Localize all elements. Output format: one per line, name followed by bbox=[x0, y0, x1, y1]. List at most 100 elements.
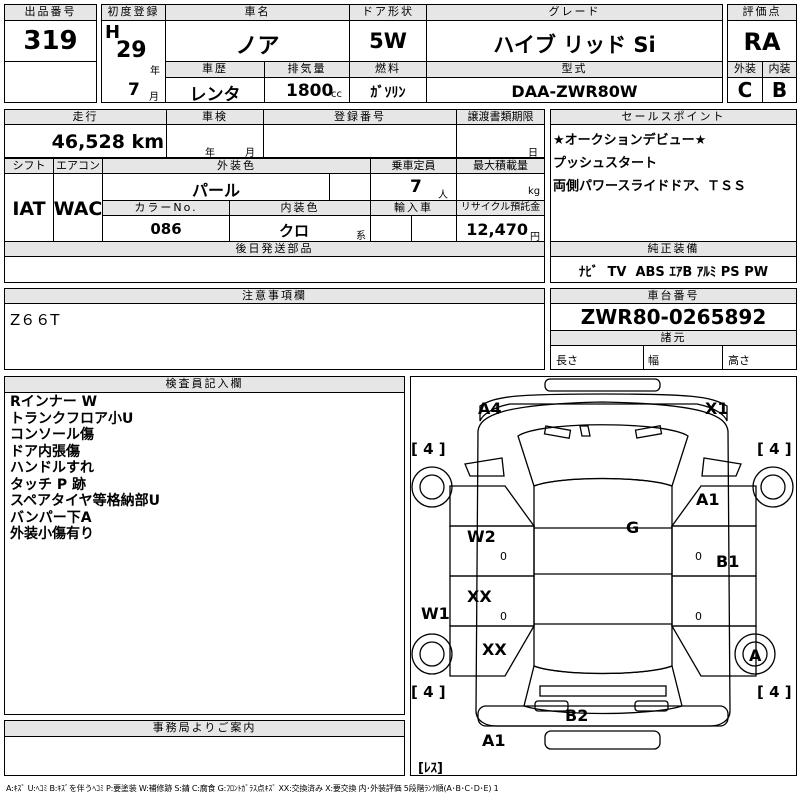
mileage-value: 46,528 km bbox=[51, 131, 164, 153]
seat-mark: 0 bbox=[500, 610, 507, 623]
inspector-line: コンソール傷 bbox=[10, 427, 94, 443]
specs-label: 諸元 bbox=[550, 330, 797, 346]
shift-label: シフト bbox=[4, 158, 54, 174]
office-label: 事務局よりご案内 bbox=[4, 720, 405, 737]
grade-value: ハイブ リッド Si bbox=[493, 33, 656, 57]
color-no-label: カラーNo. bbox=[102, 200, 230, 216]
fuel-label: 燃料 bbox=[349, 61, 427, 78]
left-fender bbox=[449, 485, 536, 527]
registration-label: 登録番号 bbox=[263, 109, 457, 125]
spare-tire-status: [ﾚｽ] bbox=[418, 761, 443, 776]
aircon-value: WAC bbox=[53, 198, 103, 220]
equipment-label: 純正装備 bbox=[550, 241, 797, 257]
capacity-unit: 人 bbox=[438, 190, 448, 201]
later-parts-cell bbox=[4, 256, 545, 283]
first-reg-month-unit: 月 bbox=[149, 92, 159, 103]
grade-label: グレード bbox=[426, 4, 723, 21]
sales-point-line: プッシュスタート bbox=[553, 156, 658, 171]
left-mirror bbox=[464, 457, 505, 477]
car-name-label: 車名 bbox=[165, 4, 350, 21]
front-bumper bbox=[544, 378, 661, 392]
transfer-label: 譲渡書類期限 bbox=[456, 109, 545, 125]
spec-width-label: 幅 bbox=[648, 354, 659, 367]
notes-label: 注意事項欄 bbox=[4, 288, 545, 304]
damage-mark: A bbox=[749, 646, 762, 665]
wiper-left bbox=[543, 425, 572, 439]
ext-color-value: パール bbox=[191, 181, 240, 200]
recycle-unit: 円 bbox=[530, 232, 540, 243]
shift-value: IAT bbox=[12, 198, 46, 220]
damage-mark: A1 bbox=[482, 731, 506, 750]
fuel-value: ｶﾞｿﾘﾝ bbox=[370, 85, 406, 101]
capacity-value: 7 bbox=[410, 177, 422, 197]
car-body-outline bbox=[475, 401, 731, 727]
tail-gate bbox=[539, 685, 667, 697]
wiper-center bbox=[579, 425, 591, 437]
hood-top bbox=[479, 393, 728, 422]
seat-mark: 0 bbox=[695, 550, 702, 563]
chassis-label: 車台番号 bbox=[550, 288, 797, 304]
transfer-day-unit: 日 bbox=[528, 148, 538, 159]
import-label: 輸入車 bbox=[370, 200, 457, 216]
first-reg-era: H bbox=[105, 22, 121, 43]
rear-right-door bbox=[671, 575, 757, 627]
history-value: レンタ bbox=[189, 85, 241, 105]
interior-grade-cell bbox=[762, 77, 797, 103]
damage-mark: W2 bbox=[467, 527, 496, 546]
door-label: ドア形状 bbox=[349, 4, 427, 21]
rear-bumper bbox=[477, 705, 729, 727]
car-diagram bbox=[411, 378, 794, 750]
ext-color-label: 外装色 bbox=[102, 158, 371, 174]
tire-rear-left bbox=[411, 633, 453, 675]
score-label: 評価点 bbox=[727, 4, 797, 21]
tire-depth-rear-right: [ 4 ] bbox=[757, 683, 792, 701]
damage-mark: XX bbox=[467, 587, 492, 606]
right-quarter bbox=[670, 625, 757, 677]
damage-mark: X1 bbox=[705, 399, 729, 418]
model-value: DAA-ZWR80W bbox=[511, 82, 638, 101]
int-color-unit: 系 bbox=[356, 231, 366, 242]
damage-mark: A4 bbox=[478, 399, 502, 418]
recycle-label: リサイクル預託金 bbox=[456, 200, 545, 216]
equipment-value: ﾅﾋﾞ TV ABS ｴｱB ｱﾙﾐ PS PW bbox=[578, 265, 769, 280]
max-load-label: 最大積載量 bbox=[456, 158, 545, 174]
car-diagram-frame bbox=[410, 376, 797, 776]
registration-cell bbox=[263, 124, 457, 158]
score-value: RA bbox=[743, 28, 781, 56]
inspection-label: 車検 bbox=[166, 109, 264, 125]
inspector-line: Rインナー W bbox=[10, 394, 98, 410]
inspection-month-unit: 月 bbox=[245, 148, 255, 159]
mileage-label: 走行 bbox=[4, 109, 167, 125]
displacement-unit: cc bbox=[331, 89, 342, 100]
inspection-year-unit: 年 bbox=[205, 148, 215, 159]
spec-height-label: 高さ bbox=[728, 354, 750, 367]
damage-mark: G bbox=[626, 518, 640, 537]
notes-cell bbox=[4, 303, 545, 370]
capacity-label: 乗車定員 bbox=[370, 158, 457, 174]
inspector-line: ドア内張傷 bbox=[10, 443, 80, 460]
history-label: 車歴 bbox=[165, 61, 265, 78]
right-fender bbox=[670, 485, 757, 527]
inspector-line: タッチ P 跡 bbox=[10, 476, 87, 493]
inspector-notes: Rインナー W トランクフロア小U コンソール傷 ドア内張傷 ハンドルすれ タッ… bbox=[10, 394, 160, 543]
sales-point-line: ★オークションデビュー★ bbox=[553, 133, 707, 148]
first-reg-year: 29 bbox=[116, 38, 147, 63]
left-quarter bbox=[449, 625, 536, 677]
front-right-door bbox=[671, 525, 757, 577]
tire-depth-front-left: [ 4 ] bbox=[411, 440, 446, 458]
inspector-line: 外装小傷有り bbox=[10, 526, 94, 542]
interior-grade-label: 内装 bbox=[762, 61, 797, 78]
first-reg-year-unit: 年 bbox=[150, 66, 160, 77]
int-color-label: 内装色 bbox=[229, 200, 371, 216]
seat-mark: 0 bbox=[695, 610, 702, 623]
aircon-label: エアコン bbox=[53, 158, 103, 174]
tire-front-left bbox=[411, 466, 453, 508]
wiper-right bbox=[634, 425, 663, 439]
lot-label: 出品番号 bbox=[4, 4, 97, 21]
displacement-value: 1800 bbox=[286, 81, 334, 101]
inspector-line: トランクフロア小U bbox=[10, 410, 134, 427]
damage-mark: A1 bbox=[696, 490, 720, 509]
color-no-value: 086 bbox=[150, 220, 182, 238]
model-cell bbox=[426, 77, 723, 103]
max-load-unit: kg bbox=[528, 186, 541, 197]
